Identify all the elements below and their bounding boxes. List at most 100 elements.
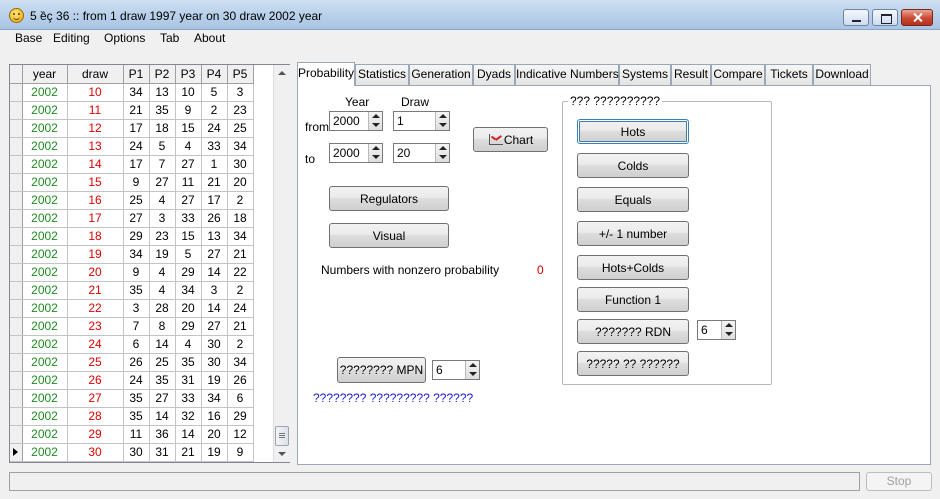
cell-p1[interactable]: 17 (123, 155, 150, 174)
cell-p1[interactable]: 30 (123, 443, 150, 462)
cell-year[interactable]: 2002 (22, 281, 68, 300)
cell-p4[interactable]: 30 (201, 353, 228, 372)
rdn-spinner[interactable]: 6 (697, 320, 736, 340)
cell-p2[interactable]: 4 (149, 263, 176, 282)
cell-draw[interactable]: 23 (67, 317, 124, 336)
cell-p2[interactable]: 7 (149, 155, 176, 174)
col-header-p1[interactable]: P1 (123, 65, 150, 84)
cell-p2[interactable]: 27 (149, 173, 176, 192)
cell-p3[interactable]: 33 (175, 209, 202, 228)
cell-p4[interactable]: 20 (201, 425, 228, 444)
tab-indicative-numbers[interactable]: Indicative Numbers (515, 64, 619, 85)
cell-p5[interactable]: 18 (227, 209, 254, 228)
cell-draw[interactable]: 15 (67, 173, 124, 192)
cell-p1[interactable]: 29 (123, 227, 150, 246)
cell-p4[interactable]: 1 (201, 155, 228, 174)
row-indicator[interactable] (10, 335, 23, 354)
cell-p1[interactable]: 11 (123, 425, 150, 444)
row-indicator[interactable] (10, 425, 23, 444)
cell-draw[interactable]: 14 (67, 155, 124, 174)
cell-p4[interactable]: 14 (201, 299, 228, 318)
cell-p1[interactable]: 21 (123, 101, 150, 120)
col-header-p4[interactable]: P4 (201, 65, 228, 84)
mpn-spinner[interactable]: 6 (432, 360, 480, 380)
cell-draw[interactable]: 13 (67, 137, 124, 156)
plus-minus-one-button[interactable]: +/- 1 number (577, 221, 689, 246)
cell-p1[interactable]: 34 (123, 245, 150, 264)
cell-p4[interactable]: 26 (201, 209, 228, 228)
cell-p3[interactable]: 20 (175, 299, 202, 318)
app-smiley-icon[interactable] (9, 8, 24, 23)
cell-p4[interactable]: 24 (201, 119, 228, 138)
hots-button[interactable]: Hots (577, 119, 689, 144)
cell-p4[interactable]: 5 (201, 83, 228, 102)
cell-p1[interactable]: 24 (123, 371, 150, 390)
cell-p1[interactable]: 34 (123, 83, 150, 102)
cell-p2[interactable]: 19 (149, 245, 176, 264)
cell-draw[interactable]: 26 (67, 371, 124, 390)
cell-draw[interactable]: 21 (67, 281, 124, 300)
cell-draw[interactable]: 20 (67, 263, 124, 282)
to-draw-spinner[interactable]: 20 (393, 143, 450, 163)
cell-p3[interactable]: 11 (175, 173, 202, 192)
scroll-up-arrow-icon[interactable] (278, 71, 286, 75)
cell-p2[interactable]: 4 (149, 191, 176, 210)
col-header-p2[interactable]: P2 (149, 65, 176, 84)
cell-draw[interactable]: 10 (67, 83, 124, 102)
cell-p5[interactable]: 29 (227, 407, 254, 426)
cell-draw[interactable]: 24 (67, 335, 124, 354)
cell-p5[interactable]: 2 (227, 281, 254, 300)
tab-statistics[interactable]: Statistics (355, 64, 409, 85)
cell-draw[interactable]: 27 (67, 389, 124, 408)
to-year-spin-arrows[interactable] (368, 144, 382, 162)
menu-options[interactable]: Options (104, 31, 146, 45)
cell-p1[interactable]: 7 (123, 317, 150, 336)
row-indicator[interactable] (10, 299, 23, 318)
function-1-button[interactable]: Function 1 (577, 287, 689, 312)
cell-p5[interactable]: 9 (227, 443, 254, 462)
cell-year[interactable]: 2002 (22, 137, 68, 156)
cell-p2[interactable]: 14 (149, 335, 176, 354)
cell-p2[interactable]: 27 (149, 389, 176, 408)
last-group-button[interactable]: ????? ?? ?????? (577, 351, 689, 376)
cell-p4[interactable]: 17 (201, 191, 228, 210)
cell-year[interactable]: 2002 (22, 245, 68, 264)
cell-p5[interactable]: 6 (227, 389, 254, 408)
tab-generation[interactable]: Generation (409, 64, 473, 85)
colds-button[interactable]: Colds (577, 153, 689, 178)
row-indicator[interactable] (10, 173, 23, 192)
cell-p2[interactable]: 31 (149, 443, 176, 462)
regulators-button[interactable]: Regulators (329, 186, 449, 211)
row-indicator[interactable] (10, 317, 23, 336)
cell-p3[interactable]: 29 (175, 317, 202, 336)
cell-p2[interactable]: 36 (149, 425, 176, 444)
row-indicator[interactable] (10, 155, 23, 174)
col-header-p3[interactable]: P3 (175, 65, 202, 84)
from-draw-spin-arrows[interactable] (435, 112, 449, 130)
menu-editing[interactable]: Editing (53, 31, 90, 45)
col-header-year[interactable]: year (22, 65, 68, 84)
mpn-spin-arrows[interactable] (465, 361, 479, 379)
visual-button[interactable]: Visual (329, 223, 449, 248)
cell-p5[interactable]: 21 (227, 317, 254, 336)
cell-year[interactable]: 2002 (22, 353, 68, 372)
row-indicator[interactable] (10, 137, 23, 156)
row-indicator[interactable] (10, 227, 23, 246)
cell-p4[interactable]: 34 (201, 389, 228, 408)
cell-p3[interactable]: 29 (175, 263, 202, 282)
cell-year[interactable]: 2002 (22, 209, 68, 228)
cell-year[interactable]: 2002 (22, 191, 68, 210)
cell-p2[interactable]: 14 (149, 407, 176, 426)
cell-draw[interactable]: 28 (67, 407, 124, 426)
